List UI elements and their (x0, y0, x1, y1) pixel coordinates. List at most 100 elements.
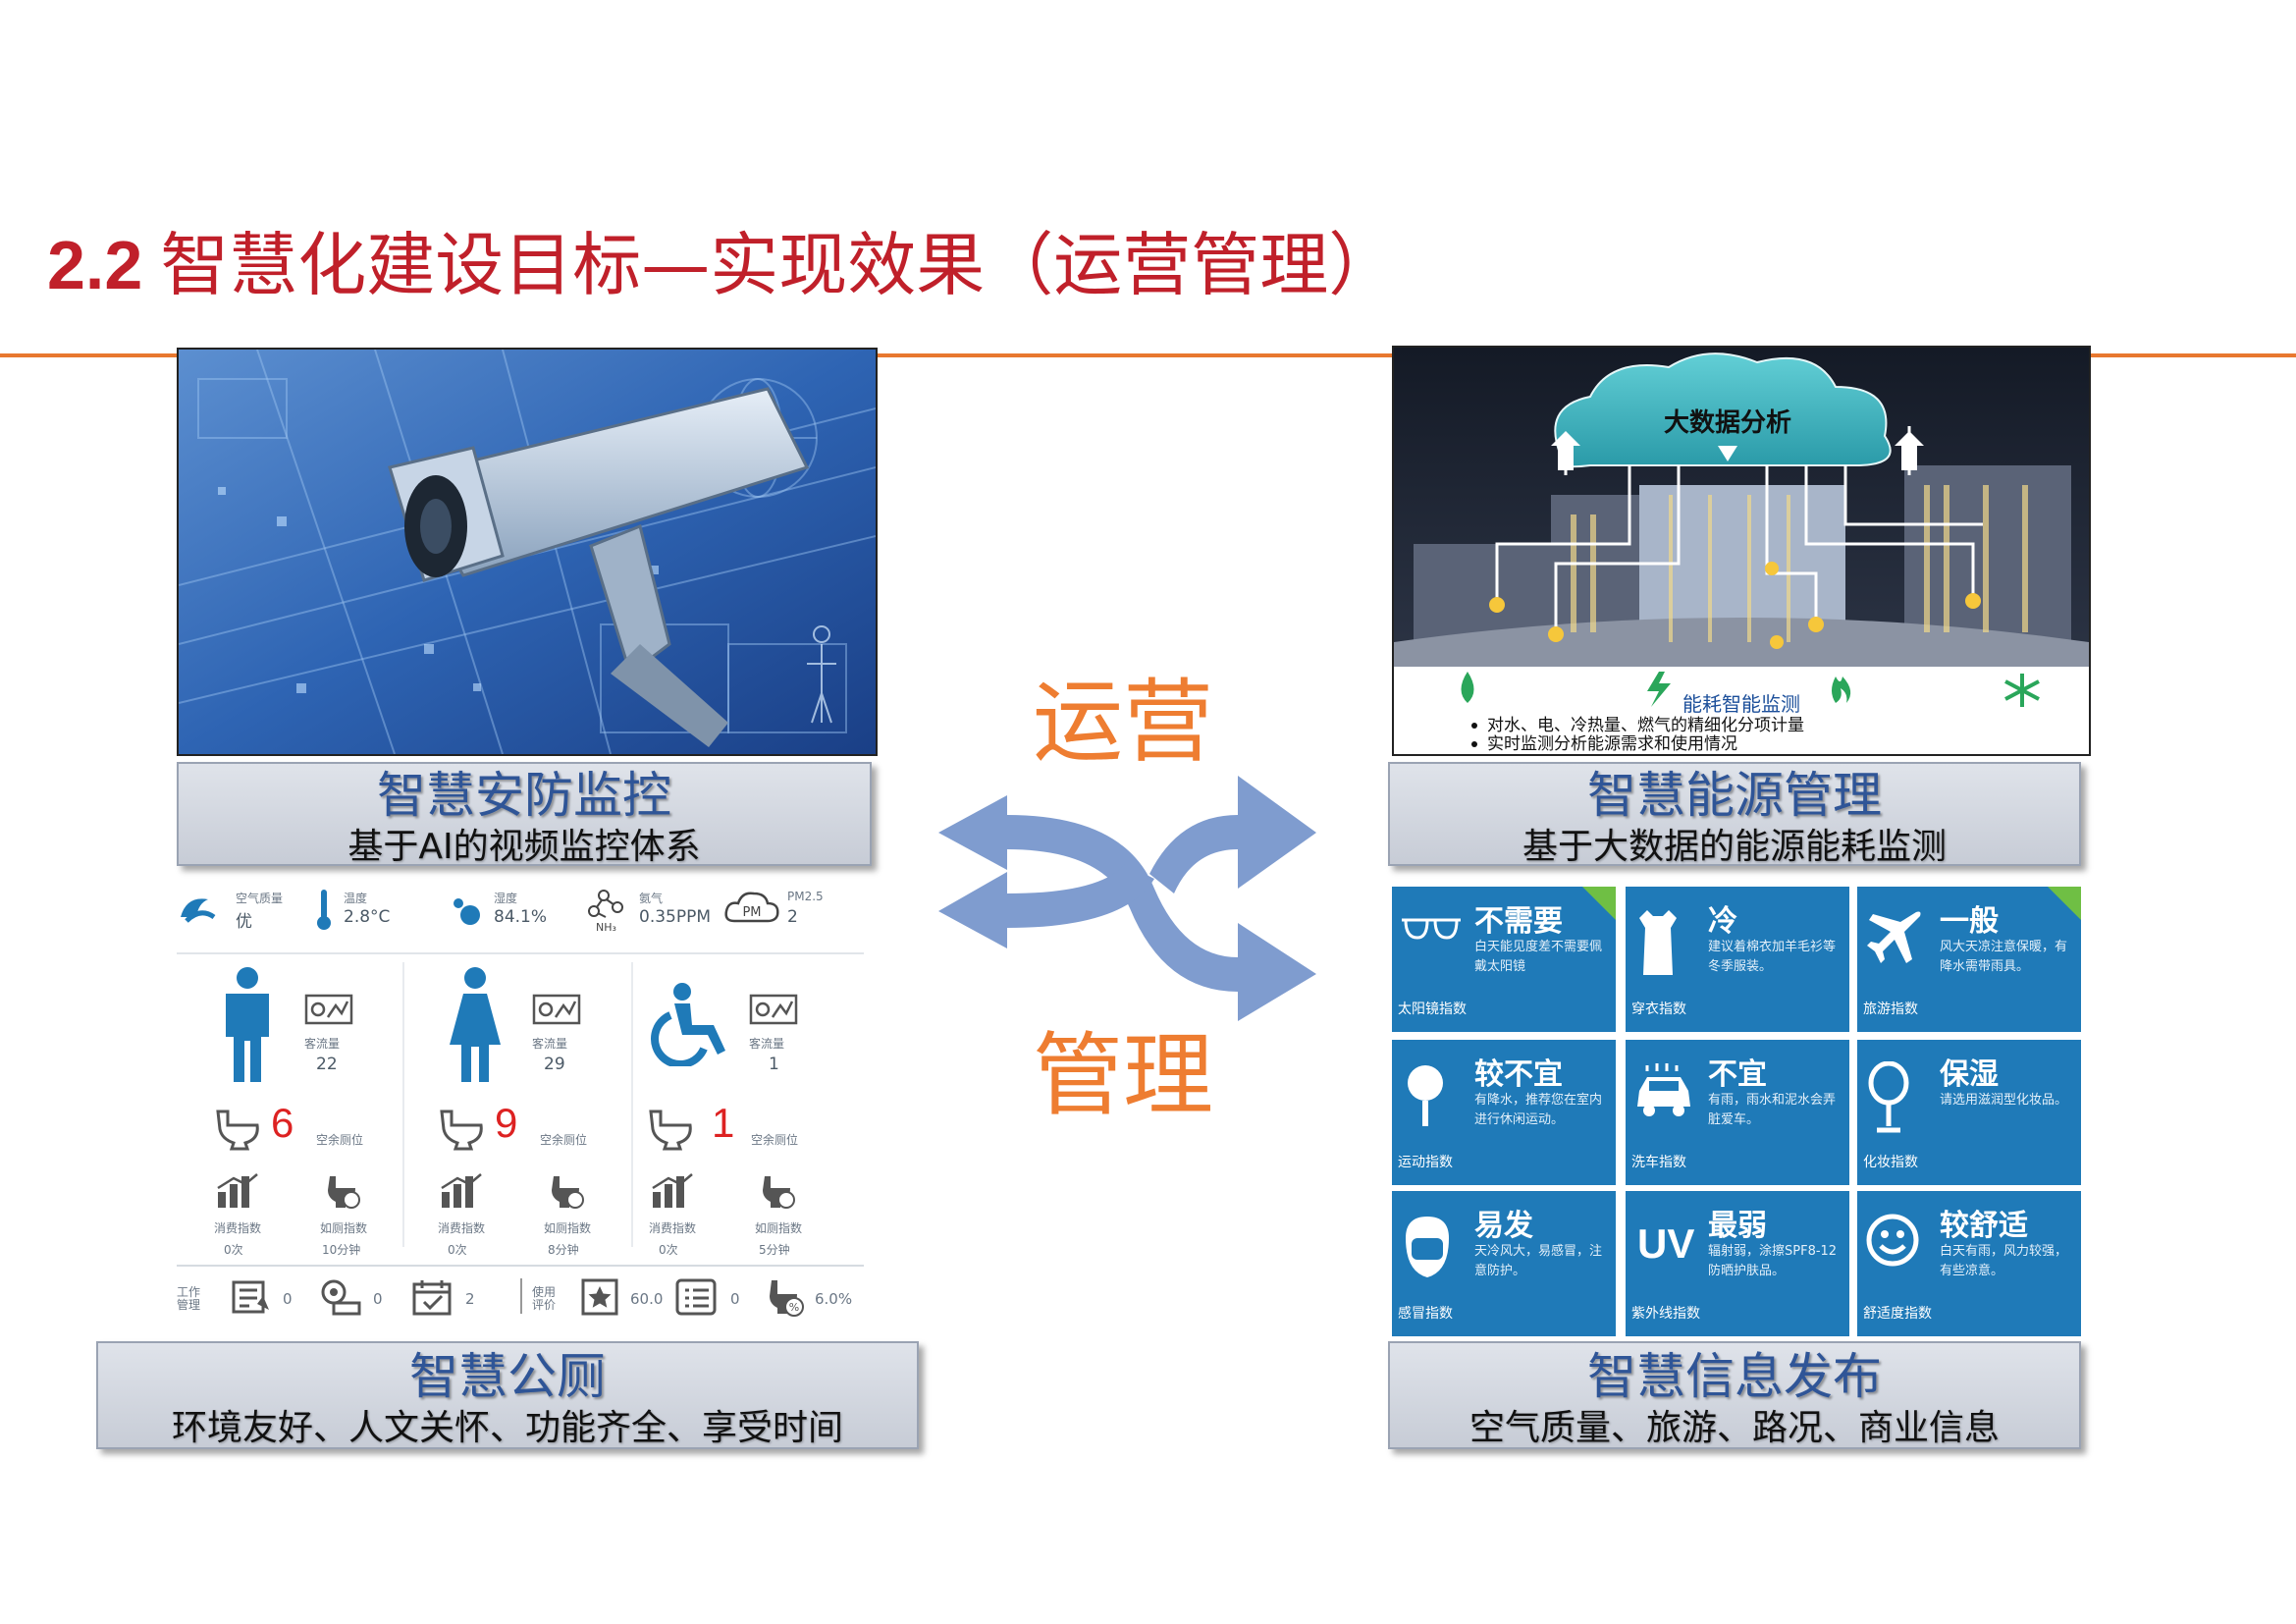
security-subtitle: 基于AI的视频监控体系 (347, 827, 701, 867)
tile-label: 化妆指数 (1863, 1155, 1918, 1170)
toilet-caption: 智慧公厕 环境友好、人文关怀、功能齐全、享受时间 (96, 1341, 919, 1449)
tile-value: 较舒适 (1940, 1209, 2028, 1243)
consumption-icon (217, 1173, 258, 1208)
energy-monitor-title: 能耗智能监测 (1682, 692, 1800, 716)
env-value: 84.1% (494, 907, 548, 927)
dashboard-footer: 工作管理 0 0 2 使用评价 60.0 0 % (177, 1272, 864, 1322)
male-section: 客流量 22 6 空余厕位 消费指数 0次 如厕指数 10分钟 (177, 962, 402, 1257)
mirror-icon (1868, 1061, 1909, 1133)
ammonia-symbol: NH₃ (596, 921, 616, 933)
toilet-seat-icon (649, 1110, 692, 1151)
free-seats-count: 6 (271, 1100, 294, 1146)
corner-badge (1582, 887, 1616, 920)
env-temperature: 温度 2.8°C (314, 884, 442, 933)
stat2-value: 5分钟 (759, 1243, 790, 1257)
info-subtitle: 空气质量、旅游、路况、商业信息 (1468, 1408, 2000, 1448)
consumption-icon (652, 1173, 693, 1208)
section-number: 2.2 (47, 227, 143, 303)
stat1-value: 0次 (659, 1243, 678, 1257)
flow-value: 1 (769, 1055, 779, 1074)
tile-label: 紫外线指数 (1631, 1306, 1700, 1322)
info-tile: 保湿 请选用滋润型化妆品。 化妆指数 (1857, 1040, 2081, 1185)
info-tile: 一般 风大天凉注意保暖，有降水需带雨具。 旅游指数 (1857, 887, 2081, 1032)
clothing-icon (1639, 910, 1677, 975)
toilet-seat-icon (216, 1110, 259, 1151)
tile-label: 旅游指数 (1863, 1001, 1918, 1017)
footer-value: 2 (465, 1290, 475, 1308)
tile-value: 较不宜 (1474, 1057, 1563, 1092)
pm-badge: PM (742, 905, 761, 920)
stat2-value: 8分钟 (548, 1243, 579, 1257)
ammonia-icon: NH₃ (588, 890, 623, 933)
tile-description: 有降水，推荐您在室内进行休闲运动。 (1474, 1093, 1603, 1127)
env-label: PM2.5 (787, 890, 824, 903)
flow-label: 客流量 (532, 1037, 568, 1051)
tile-description: 风大天凉注意保暖，有降水需带雨具。 (1940, 940, 2068, 974)
tile-value: 最弱 (1708, 1209, 1767, 1243)
flow-label: 客流量 (749, 1037, 785, 1051)
evaluation-label: 使用评价 (532, 1285, 557, 1312)
uv-icon: UV (1637, 1220, 1695, 1267)
flow-label: 客流量 (304, 1037, 341, 1051)
divider (631, 962, 633, 1247)
star-rating-icon (581, 1278, 618, 1316)
footer-value: 6.0% (815, 1290, 853, 1308)
stat1-value: 0次 (224, 1243, 243, 1257)
divider (402, 962, 404, 1247)
divider (177, 1265, 864, 1267)
security-camera-image (177, 348, 878, 756)
female-icon (450, 967, 501, 1082)
info-tile: 较舒适 白天有雨，风力较强，有些凉意。 舒适度指数 (1857, 1191, 2081, 1336)
wheelchair-icon (651, 983, 725, 1066)
toilet-title: 智慧公厕 (409, 1348, 606, 1405)
mask-icon (1406, 1217, 1449, 1277)
operations-word: 运营 (1033, 670, 1214, 775)
env-label: 湿度 (494, 892, 518, 905)
footer-value: 0 (373, 1290, 383, 1308)
usage-time-icon (328, 1176, 360, 1209)
stat2-label: 如厕指数 (544, 1221, 592, 1235)
consumption-icon (441, 1173, 482, 1208)
flow-value: 22 (316, 1055, 338, 1074)
info-tile: 冷 建议着棉衣加羊毛衫等冬季服装。 穿衣指数 (1626, 887, 1849, 1032)
cloud-label: 大数据分析 (1664, 408, 1791, 438)
calendar-check-icon (412, 1280, 452, 1316)
tile-label: 感冒指数 (1398, 1306, 1453, 1322)
energy-caption: 智慧能源管理 基于大数据的能源能耗监测 (1388, 762, 2081, 867)
tile-label: 太阳镜指数 (1398, 1001, 1467, 1017)
toilet-percent-icon: % (770, 1280, 804, 1317)
footer-value: 0 (730, 1290, 740, 1308)
tile-description: 天冷风大，易感冒，注意防护。 (1474, 1244, 1603, 1278)
tile-value: 一般 (1940, 904, 1999, 939)
humidity-icon (454, 898, 480, 925)
racket-icon (1408, 1065, 1443, 1126)
usage-time-icon (552, 1176, 584, 1209)
airplane-icon (1867, 911, 1921, 963)
tile-description: 建议着棉衣加羊毛衫等冬季服装。 (1708, 940, 1837, 974)
env-label: 氨气 (639, 892, 664, 905)
paper-roll-icon (321, 1279, 361, 1316)
title-text: 智慧化建设目标—实现效果（运营管理） (160, 225, 1398, 305)
title-divider (0, 353, 2296, 357)
info-tile: UV 最弱 辐射弱，涂擦SPF8-12防晒护肤品。 紫外线指数 (1626, 1191, 1849, 1336)
visitor-flow-icon (304, 994, 353, 1025)
divider (520, 1278, 522, 1314)
stat1-value: 0次 (448, 1243, 467, 1257)
energy-bullet-1: 对水、电、冷热量、燃气的精细化分项计量 (1487, 716, 1804, 735)
svg-text:%: % (789, 1301, 799, 1314)
info-tile: 不需要 白天能见度差不需要佩戴太阳镜 太阳镜指数 (1392, 887, 1616, 1032)
toilet-seat-icon (440, 1110, 483, 1151)
tile-label: 洗车指数 (1631, 1155, 1686, 1170)
tile-label: 穿衣指数 (1631, 1001, 1686, 1017)
env-value: 优 (236, 912, 252, 932)
env-pm25: PM PM2.5 2 (724, 884, 864, 933)
work-management-label: 工作管理 (177, 1285, 201, 1312)
tile-value: 冷 (1708, 904, 1737, 939)
env-ammonia: NH₃ 氨气 0.35PPM (584, 884, 731, 933)
info-tile: 不宜 有雨，雨水和泥水会弄脏爱车。 洗车指数 (1626, 1040, 1849, 1185)
divider (177, 952, 864, 954)
energy-subtitle: 基于大数据的能源能耗监测 (1522, 827, 1947, 867)
flow-value: 29 (544, 1055, 565, 1074)
free-seats-label: 空余厕位 (540, 1133, 588, 1147)
tile-value: 不需要 (1474, 904, 1563, 939)
